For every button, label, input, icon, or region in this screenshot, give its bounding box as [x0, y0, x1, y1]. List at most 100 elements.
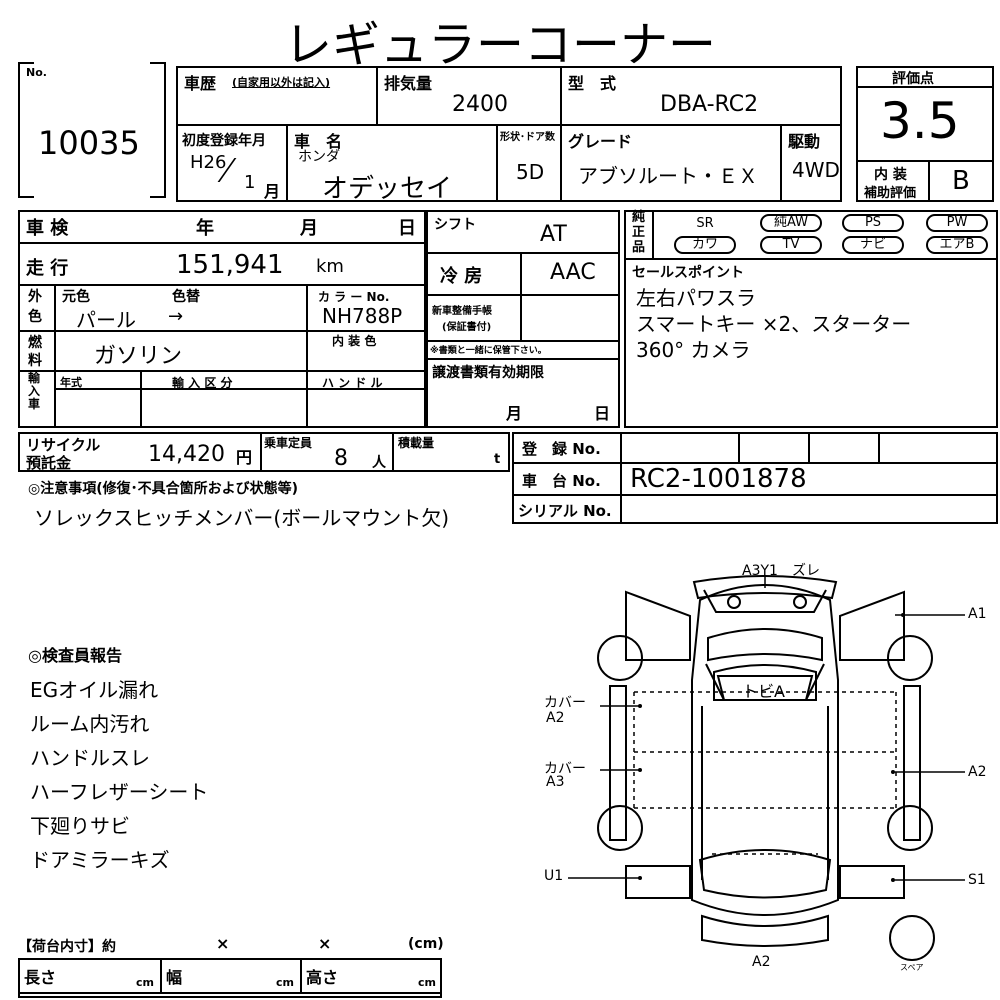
chassis-no-value: RC2-1001878 — [630, 464, 807, 494]
color-code-value: NH788P — [322, 304, 403, 328]
diagram-label-a1: A1 — [968, 606, 987, 622]
model-value: DBA-RC2 — [660, 92, 759, 117]
cargo-width-label: 幅 — [166, 968, 183, 987]
equipment-label: 純正品 — [632, 210, 646, 255]
inspector-item: EGオイル漏れ — [30, 678, 159, 702]
diagram-label-rear: A2 — [752, 954, 771, 970]
shift-label: シフト — [434, 217, 476, 233]
recycle-value: 14,420 — [148, 442, 225, 467]
registration-no-label: 登 録 No. — [522, 440, 601, 458]
color-orig-label: 元色 — [62, 289, 90, 305]
cargo-x2: × — [318, 934, 332, 953]
cargo-x1: × — [216, 934, 230, 953]
capacity-unit: 人 — [372, 455, 386, 471]
color-change-label: 色替 — [172, 289, 200, 305]
equip-airbag: エアB — [926, 236, 988, 254]
middle-grid — [426, 210, 620, 428]
displacement-value: 2400 — [452, 92, 508, 117]
history-label: 車歴 — [184, 74, 217, 93]
page-title: レギュラーコーナー — [283, 17, 716, 73]
fuel-value: ガソリン — [94, 344, 183, 369]
car-maker: ホンダ — [298, 149, 340, 165]
no-box: No. 10035 — [18, 62, 168, 200]
inspector-item: ハーフレザーシート — [30, 780, 209, 804]
diagram-label-cover-a3: カバー — [544, 761, 586, 777]
body-doors-label: 形状･ドア数 — [500, 132, 555, 143]
load-label: 積載量 — [398, 436, 435, 450]
model-label: 型 式 — [568, 74, 617, 93]
displacement-label: 排気量 — [384, 74, 433, 93]
body-doors-value: 5D — [516, 160, 545, 184]
color-code-label: カ ラ ー No. — [318, 290, 390, 304]
interior-color-label: 内 装 色 — [332, 334, 377, 348]
diagram-label-u1: U1 — [544, 868, 564, 884]
first-reg-era: H26 — [190, 152, 227, 173]
sales-point-line: 左右パワスラ — [636, 286, 756, 310]
cargo-unit: (cm) — [408, 936, 444, 952]
drive-value: 4WD — [792, 158, 840, 182]
grade-value: アブソルート・ＥＸ — [578, 164, 758, 188]
interior-label-2: 補助評価 — [864, 186, 917, 201]
import-label: 輸入車 — [28, 371, 41, 411]
no-value: 10035 — [38, 124, 140, 162]
car-name-label: 車 名 — [294, 132, 343, 151]
inspector-label: ◎検査員報告 — [28, 646, 122, 665]
inspector-item: 下廻りサビ — [30, 814, 130, 838]
car-name: オデッセイ — [322, 174, 453, 204]
caution-text: ソレックスヒッチメンバー(ボールマウント欠) — [34, 506, 450, 530]
diagram-label-roof: トビA — [742, 682, 785, 701]
equip-leather: カワ — [674, 236, 736, 254]
diagram-label-front: A3Y1 ズレ — [742, 563, 820, 579]
sales-point-line: スマートキー ×2、スターター — [636, 312, 912, 336]
recycle-unit: 円 — [236, 448, 253, 467]
inspector-item: ルーム内汚れ — [30, 712, 150, 736]
load-unit: t — [494, 452, 501, 467]
sales-points-label: セールスポイント — [632, 265, 744, 281]
cargo-cm: cm — [276, 976, 294, 989]
equip-navi: ナビ — [842, 236, 904, 254]
serial-no-label: シリアル No. — [518, 502, 612, 520]
diagram-label-spare: スペア — [900, 963, 924, 972]
caution-label: ◎注意事項(修復･不具合箇所および状態等) — [28, 481, 299, 497]
import-handle-label: ハ ン ド ル — [322, 376, 383, 390]
chassis-no-label: 車 台 No. — [522, 472, 601, 490]
inspector-item: ハンドルスレ — [30, 746, 150, 770]
diagram-label-s1: S1 — [968, 872, 986, 888]
first-reg-month: 1 — [244, 172, 256, 193]
transfer-docs-month: 月 — [506, 404, 523, 423]
first-reg-month-unit: 月 — [264, 182, 281, 201]
history-note: (自家用以外は記入) — [232, 76, 331, 89]
shaken-month: 月 — [300, 218, 318, 239]
car-damage-diagram — [568, 575, 965, 961]
cargo-length-label: 長さ — [24, 968, 57, 987]
recycle-label-2: 預託金 — [26, 454, 72, 472]
rating-label: 評価点 — [892, 71, 934, 87]
shaken-day: 日 — [398, 218, 416, 239]
mileage-label: 走 行 — [26, 258, 69, 279]
diagram-label-cover-a3-code: A3 — [546, 774, 565, 790]
capacity-value: 8 — [334, 446, 348, 471]
color-label-2: 色 — [28, 309, 42, 325]
diagram-label-a2-right: A2 — [968, 764, 987, 780]
equip-tv: TV — [760, 236, 822, 254]
inspector-item: ドアミラーキズ — [30, 848, 170, 872]
equip-alloy-wheels: 純AW — [760, 214, 822, 232]
color-label-1: 外 — [28, 289, 42, 305]
top-info-grid — [176, 66, 842, 202]
cargo-height-label: 高さ — [306, 968, 339, 987]
cargo-grid — [18, 958, 442, 998]
left-middle-grid — [18, 210, 426, 428]
equip-sr: SR — [696, 216, 714, 231]
warranty-note: ※書類と一緒に保管下さい。 — [430, 346, 547, 356]
equipment-grid — [624, 210, 998, 428]
grade-label: グレード — [568, 132, 633, 151]
sales-point-line: 360° カメラ — [636, 338, 751, 362]
color-arrow: → — [168, 306, 184, 327]
color-orig-value: パール — [76, 308, 136, 332]
equip-pw: PW — [926, 214, 988, 232]
mileage-value: 151,941 — [176, 250, 284, 280]
equip-ps: PS — [842, 214, 904, 232]
aircon-label: 冷 房 — [440, 266, 483, 287]
transfer-docs-day: 日 — [594, 404, 611, 423]
recycle-grid — [18, 432, 510, 472]
